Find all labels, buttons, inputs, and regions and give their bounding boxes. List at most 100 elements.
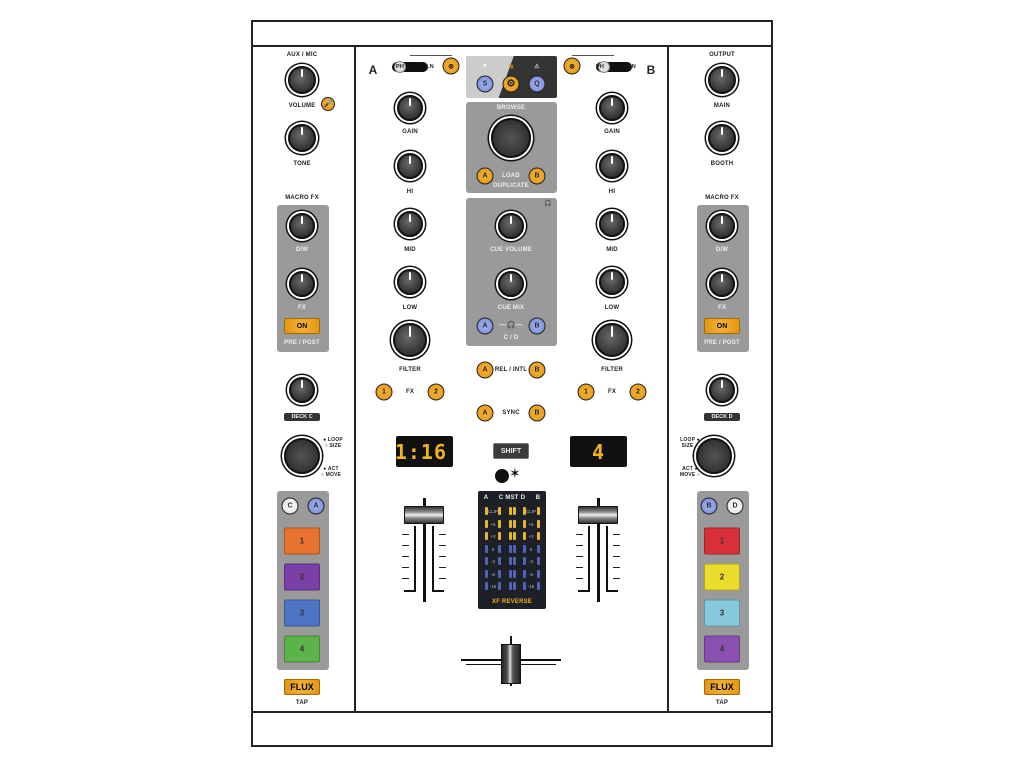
pad-3-right[interactable]: 3 bbox=[704, 599, 740, 627]
meter-segment bbox=[509, 532, 512, 540]
cue-a-button[interactable]: A bbox=[476, 317, 494, 335]
fader-tick bbox=[402, 556, 409, 557]
ph-label: PH bbox=[595, 64, 605, 70]
meter-segment bbox=[485, 544, 488, 553]
phono-line-switch-b[interactable] bbox=[596, 61, 632, 73]
pad-4-left[interactable]: 4 bbox=[284, 635, 320, 663]
tone-knob[interactable] bbox=[288, 124, 316, 152]
settings-gear-icon[interactable]: ⚙ bbox=[502, 75, 520, 93]
gain-knob-a[interactable] bbox=[397, 95, 423, 121]
dw-knob[interactable] bbox=[709, 213, 735, 239]
meter-segment bbox=[498, 544, 501, 553]
deck-c-button[interactable]: C bbox=[281, 497, 299, 515]
pad-4-right[interactable]: 4 bbox=[704, 635, 740, 663]
fader-rail bbox=[588, 526, 590, 590]
sync-b-button[interactable]: B bbox=[528, 404, 546, 422]
low-knob-b[interactable] bbox=[599, 269, 625, 295]
hi-knob-a[interactable] bbox=[397, 153, 423, 179]
booth-knob[interactable] bbox=[708, 124, 736, 152]
load-b-button[interactable]: B bbox=[528, 167, 546, 185]
fx-knob[interactable] bbox=[289, 271, 315, 297]
rel-intl-a-button[interactable]: A bbox=[476, 361, 494, 379]
meter-segment bbox=[498, 532, 501, 540]
shift-button[interactable]: SHIFT bbox=[493, 443, 529, 459]
ln-label: LN bbox=[628, 64, 636, 70]
channel-fader-a[interactable] bbox=[398, 498, 450, 602]
pad-2-left[interactable]: 2 bbox=[284, 563, 320, 591]
volume-knob[interactable] bbox=[288, 66, 316, 94]
browse-encoder[interactable] bbox=[491, 118, 531, 158]
filter-knob-a[interactable] bbox=[393, 323, 427, 357]
fader-rail bbox=[432, 526, 434, 590]
fx-knob[interactable] bbox=[709, 271, 735, 297]
cue-mix-knob[interactable] bbox=[498, 271, 524, 297]
meter-level-label: -3 bbox=[528, 559, 534, 564]
fader-base bbox=[606, 590, 618, 592]
loop-encoder[interactable] bbox=[284, 438, 320, 474]
load-a-button[interactable]: A bbox=[476, 167, 494, 185]
sync-label: SYNC bbox=[502, 410, 520, 416]
channel-fader-b[interactable] bbox=[572, 498, 624, 602]
fx-label: FX bbox=[607, 389, 617, 395]
deck-c-knob[interactable] bbox=[289, 377, 315, 403]
hi-label: HI bbox=[406, 189, 414, 195]
fx-on-button[interactable]: ON bbox=[284, 318, 320, 334]
main-knob[interactable] bbox=[708, 66, 736, 94]
pad-1-right[interactable]: 1 bbox=[704, 527, 740, 555]
flux-button[interactable]: FLUX bbox=[704, 679, 740, 695]
dw-knob[interactable] bbox=[289, 213, 315, 239]
hi-knob-b[interactable] bbox=[599, 153, 625, 179]
gain-label: GAIN bbox=[604, 129, 620, 135]
rel-intl-b-button[interactable]: B bbox=[528, 361, 546, 379]
loop-encoder[interactable] bbox=[696, 438, 732, 474]
sync-a-button[interactable]: A bbox=[476, 404, 494, 422]
frame-bottom bbox=[251, 745, 773, 747]
meter-level-label: -6 bbox=[490, 571, 496, 577]
phono-line-switch-a[interactable] bbox=[392, 61, 428, 73]
quantize-button[interactable]: Q bbox=[528, 75, 546, 93]
headphones-icon: —🎧— bbox=[499, 322, 523, 329]
fx2-button-a[interactable]: 2 bbox=[427, 383, 445, 401]
fx-on-button[interactable]: ON bbox=[704, 318, 740, 334]
pad-3-left[interactable]: 3 bbox=[284, 599, 320, 627]
pad-1-left[interactable]: 1 bbox=[284, 527, 320, 555]
low-knob-a[interactable] bbox=[397, 269, 423, 295]
act-text: ACT bbox=[682, 466, 694, 472]
deck-a-button[interactable]: A bbox=[307, 497, 325, 515]
flux-button[interactable]: FLUX bbox=[284, 679, 320, 695]
size-label: SIZE ○ bbox=[681, 443, 699, 449]
mic-icon[interactable]: 🎤 bbox=[321, 97, 335, 111]
cue-button-b[interactable]: ⊗ bbox=[563, 57, 581, 75]
crossfader-knob[interactable] bbox=[501, 644, 521, 684]
frame-top bbox=[251, 20, 773, 22]
fx1-button-b[interactable]: 1 bbox=[577, 383, 595, 401]
fx1-button-a[interactable]: 1 bbox=[375, 383, 393, 401]
meter-level-label: +6 bbox=[528, 521, 534, 527]
xf-reverse-label[interactable]: XF REVERSE bbox=[491, 599, 533, 605]
cue-volume-knob[interactable] bbox=[498, 213, 524, 239]
meter-segment bbox=[498, 569, 501, 578]
frame-right bbox=[771, 20, 773, 747]
fader-tick bbox=[576, 556, 583, 557]
pad-2-right[interactable]: 2 bbox=[704, 563, 740, 591]
mid-knob-a[interactable] bbox=[397, 211, 423, 237]
mid-knob-b[interactable] bbox=[599, 211, 625, 237]
cue-b-button[interactable]: B bbox=[528, 317, 546, 335]
snap-button[interactable]: S bbox=[476, 75, 494, 93]
meter-segment bbox=[509, 569, 512, 578]
meter-level-label: CLIP bbox=[525, 509, 537, 514]
meter-level-label: -6 bbox=[528, 571, 534, 577]
meter-segment bbox=[537, 532, 540, 540]
frame-line bbox=[251, 45, 773, 47]
filter-knob-b[interactable] bbox=[595, 323, 629, 357]
deck-b-button[interactable]: B bbox=[700, 497, 718, 515]
gain-knob-b[interactable] bbox=[599, 95, 625, 121]
fader-tick bbox=[576, 534, 583, 535]
cue-button-a[interactable]: ⊗ bbox=[442, 57, 460, 75]
size-label: ○ SIZE bbox=[324, 443, 342, 449]
fx2-button-b[interactable]: 2 bbox=[629, 383, 647, 401]
deck-d-knob[interactable] bbox=[709, 377, 735, 403]
act-label: ● ACT bbox=[323, 466, 339, 472]
meter-level-label: 0 bbox=[491, 546, 495, 552]
deck-d-button[interactable]: D bbox=[726, 497, 744, 515]
